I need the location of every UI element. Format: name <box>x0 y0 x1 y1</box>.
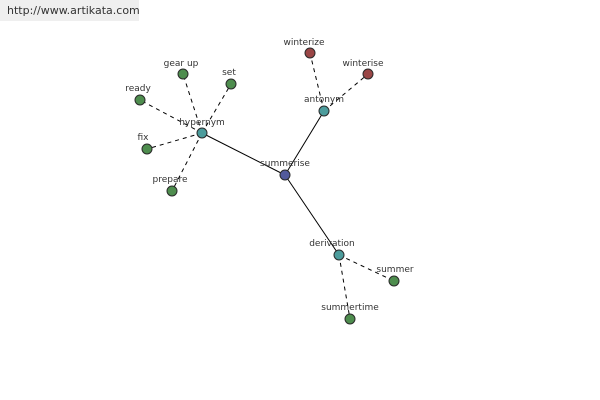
node-label-antonym: antonym <box>304 95 344 105</box>
node-label-derivation: derivation <box>309 239 355 249</box>
node-dot-summerise[interactable] <box>279 169 291 181</box>
edge-summerise-antonym <box>284 110 325 176</box>
edge-antonym-winterize <box>309 52 325 112</box>
node-label-set: set <box>222 68 236 78</box>
node-hypernym[interactable]: hypernym <box>179 118 225 139</box>
edge-hypernym-gear-up <box>182 73 203 134</box>
node-prepare[interactable]: prepare <box>152 175 188 197</box>
edge-hypernym-set <box>201 83 232 134</box>
node-set[interactable]: set <box>222 68 237 90</box>
node-dot-derivation[interactable] <box>333 249 345 261</box>
node-label-prepare: prepare <box>152 175 187 185</box>
node-winterize[interactable]: winterize <box>283 38 325 59</box>
node-gear-up[interactable]: gear up <box>164 59 199 80</box>
graph-edges <box>139 52 395 320</box>
node-summertime[interactable]: summertime <box>321 303 379 325</box>
node-label-summerise: summerise <box>260 159 310 169</box>
node-label-fix: fix <box>138 133 150 143</box>
edge-hypernym-fix <box>146 132 203 150</box>
node-winterise[interactable]: winterise <box>342 59 384 80</box>
node-ready[interactable]: ready <box>125 84 151 106</box>
node-dot-gear-up[interactable] <box>177 68 189 80</box>
node-dot-set[interactable] <box>225 78 237 90</box>
node-summer[interactable]: summer <box>376 265 414 287</box>
edge-antonym-winterise <box>323 73 369 112</box>
node-derivation[interactable]: derivation <box>309 239 355 261</box>
node-dot-ready[interactable] <box>134 94 146 106</box>
node-dot-summertime[interactable] <box>344 313 356 325</box>
edge-derivation-summer <box>338 254 395 282</box>
node-label-summertime: summertime <box>321 303 379 313</box>
node-label-winterise: winterise <box>342 59 384 69</box>
node-dot-fix[interactable] <box>141 143 153 155</box>
node-label-winterize: winterize <box>283 38 325 48</box>
source-url[interactable]: http://www.artikata.com <box>0 0 140 21</box>
edge-summerise-hypernym <box>201 132 286 176</box>
node-dot-summer[interactable] <box>388 275 400 287</box>
edge-summerise-derivation <box>284 174 340 256</box>
node-label-hypernym: hypernym <box>179 118 225 128</box>
node-label-gear-up: gear up <box>164 59 199 69</box>
node-dot-prepare[interactable] <box>166 185 178 197</box>
node-summerise[interactable]: summerise <box>260 159 310 181</box>
node-label-summer: summer <box>376 265 413 275</box>
node-label-ready: ready <box>125 84 151 94</box>
node-dot-hypernym[interactable] <box>196 127 208 139</box>
node-antonym[interactable]: antonym <box>304 95 344 117</box>
node-dot-winterise[interactable] <box>362 68 374 80</box>
edge-hypernym-ready <box>139 99 203 134</box>
node-dot-antonym[interactable] <box>318 105 330 117</box>
graph-nodes: gear up set ready fix prepare winterize winter… <box>125 38 414 325</box>
node-dot-winterize[interactable] <box>304 47 316 59</box>
node-fix[interactable]: fix <box>138 133 153 155</box>
edge-derivation-summertime <box>338 254 351 320</box>
edge-hypernym-prepare <box>171 132 203 192</box>
